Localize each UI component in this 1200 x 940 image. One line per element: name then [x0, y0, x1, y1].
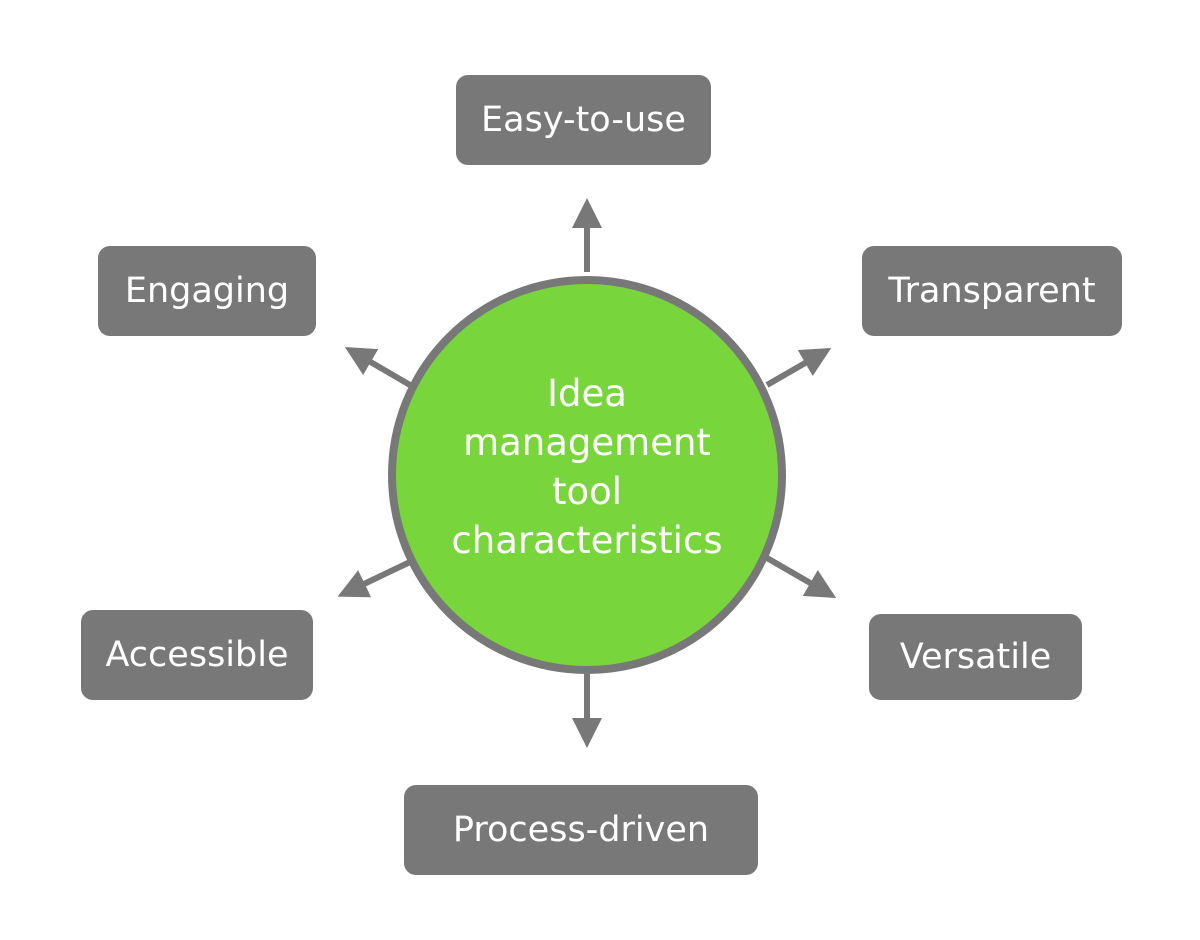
node-process-driven: Process-driven: [404, 785, 758, 875]
node-transparent: Transparent: [862, 246, 1122, 336]
node-versatile: Versatile: [869, 614, 1082, 700]
node-label: Versatile: [899, 637, 1052, 677]
center-title-line: Idea: [547, 372, 627, 415]
arrow-to-versatile: [765, 555, 837, 599]
arrow-to-engaging: [344, 346, 412, 388]
node-label: Engaging: [124, 271, 290, 311]
center-title-line: characteristics: [451, 519, 723, 562]
node-label: Accessible: [105, 635, 289, 675]
arrow-to-transparent: [765, 348, 832, 388]
node-accessible: Accessible: [81, 610, 313, 700]
node-label: Transparent: [888, 271, 1096, 311]
center-title-line: management: [463, 421, 711, 464]
center-title: Idea management tool characteristics: [437, 369, 736, 565]
node-engaging: Engaging: [98, 246, 316, 336]
node-easy-to-use: Easy-to-use: [456, 75, 711, 165]
node-label: Process-driven: [452, 810, 710, 850]
center-circle: Idea management tool characteristics: [388, 276, 786, 674]
arrow-to-accessible: [337, 559, 412, 598]
center-title-line: tool: [551, 470, 623, 513]
node-label: Easy-to-use: [481, 100, 686, 140]
